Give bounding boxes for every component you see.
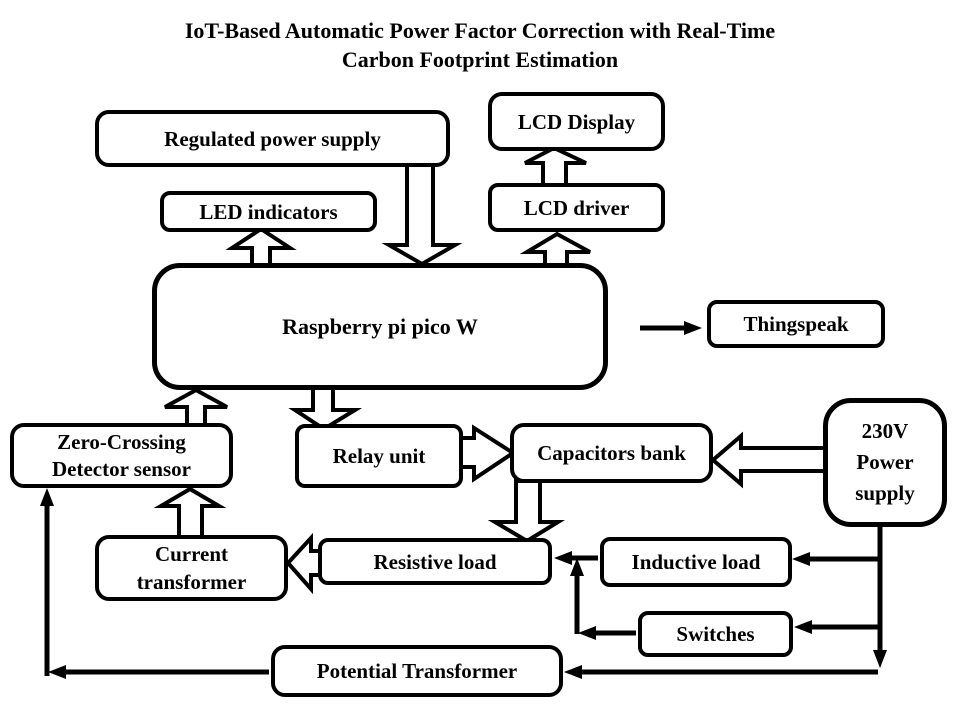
arrow-capacitors-to-resistive-load	[487, 479, 566, 544]
arrow-zero-crossing-to-raspberry	[164, 387, 228, 427]
block-relay-unit: Relay unit	[295, 424, 463, 488]
block-capacitors-bank: Capacitors bank	[510, 423, 713, 483]
block-lcd-driver: LCD driver	[488, 183, 665, 232]
block-label: Inductive load	[631, 550, 761, 574]
arrow-regulated-to-raspberry	[381, 163, 463, 267]
block-label-line-1: Current	[154, 542, 229, 566]
block-switches: Switches	[638, 611, 793, 657]
block-label: LCD Display	[517, 109, 636, 134]
block-label: Resistive load	[373, 549, 497, 574]
block-label-line-2: Detector sensor	[52, 456, 191, 481]
block-label: LED indicators	[199, 199, 338, 224]
block-raspberry-pi-pico-w: Raspberry pi pico W	[152, 263, 608, 390]
block-label: Switches	[676, 622, 755, 646]
block-label: Regulated power supply	[164, 126, 381, 151]
arrow-230v-to-capacitors-bank	[709, 431, 827, 489]
block-label: Relay unit	[332, 444, 426, 468]
block-label-line-2: transformer	[136, 570, 247, 594]
block-label-line-1: Zero-Crossing	[57, 429, 186, 454]
arrow-relay-to-capacitors-bank	[459, 424, 517, 483]
title-line-1: IoT-Based Automatic Power Factor Correct…	[184, 18, 776, 43]
block-potential-transformer: Potential Transformer	[271, 645, 563, 697]
block-label: Potential Transformer	[316, 659, 518, 683]
block-inductive-load: Inductive load	[600, 537, 792, 587]
block-regulated-power-supply: Regulated power supply	[95, 110, 450, 167]
block-label-line-2: Power	[856, 450, 914, 474]
block-label-line-1: 230V	[861, 419, 909, 443]
arrow-raspberry-to-lcd-driver	[519, 231, 591, 267]
block-current-transformer: Current transformer	[95, 535, 288, 601]
block-lcd-display: LCD Display	[488, 92, 665, 151]
arrow-raspberry-to-relay-unit	[288, 386, 363, 432]
block-230v-power-supply: 230V Power supply	[823, 398, 947, 527]
block-label: Thingspeak	[743, 312, 849, 336]
arrow-raspberry-to-led-indicators	[225, 226, 297, 267]
block-resistive-load: Resistive load	[318, 538, 552, 585]
block-zero-crossing-detector: Zero-Crossing Detector sensor	[10, 423, 233, 488]
block-thingspeak: Thingspeak	[707, 300, 885, 348]
block-label: Raspberry pi pico W	[282, 313, 478, 339]
title-line-2: Carbon Footprint Estimation	[341, 47, 619, 72]
block-led-indicators: LED indicators	[160, 191, 377, 232]
arrow-lcd-driver-to-lcd-display	[524, 145, 587, 187]
block-label-line-3: supply	[855, 481, 915, 505]
block-label: LCD driver	[523, 195, 630, 220]
arrow-resistive-to-current-transformer	[285, 532, 322, 595]
diagram-title: IoT-Based Automatic Power Factor Correct…	[0, 16, 960, 74]
block-label: Capacitors bank	[537, 441, 686, 465]
arrow-current-transformer-to-zero-crossing	[153, 486, 227, 539]
